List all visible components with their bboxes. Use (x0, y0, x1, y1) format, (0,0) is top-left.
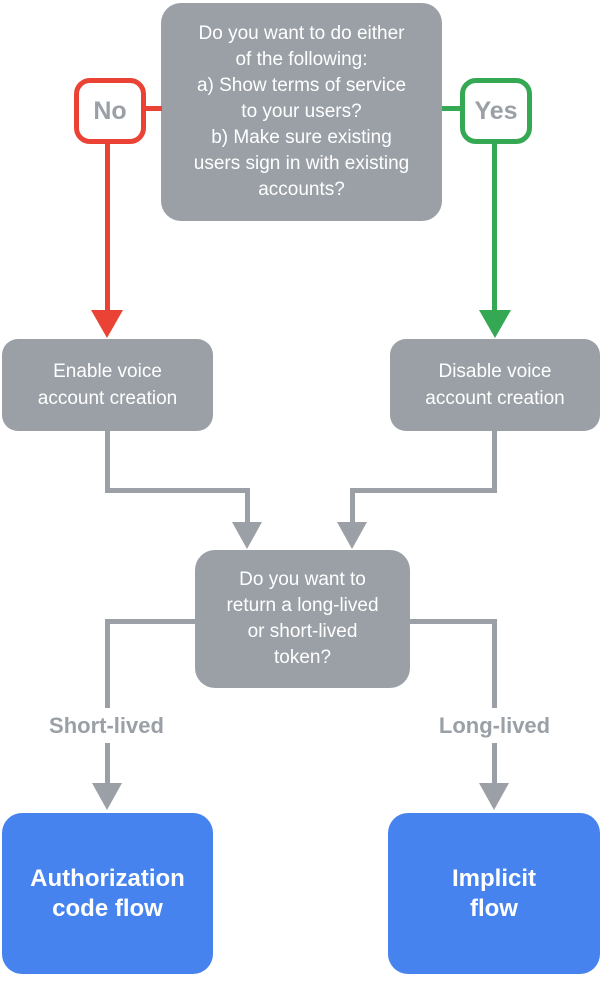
implicit-flow-node: Implicit flow (388, 813, 600, 974)
disable-edge-vertical (492, 431, 497, 493)
disable-voice-account-creation-node: Disable voice account creation (390, 339, 600, 431)
yes-edge-horizontal (442, 106, 460, 111)
no-edge-horizontal (144, 106, 162, 111)
disable-arrowhead-icon (337, 522, 367, 549)
short-lived-path-label: Short-lived (21, 708, 192, 743)
enable-edge-horizontal (105, 488, 250, 493)
short-lived-edge-vertical (105, 619, 110, 783)
decision-node-token-lifetime: Do you want to return a long-lived or sh… (195, 550, 410, 688)
disable-edge-horizontal (350, 488, 497, 493)
long-lived-edge-horizontal (410, 619, 497, 624)
disable-edge-drop (350, 488, 355, 522)
enable-arrowhead-icon (232, 522, 262, 549)
yes-arrowhead-icon (479, 310, 511, 338)
yes-branch-badge: Yes (460, 78, 532, 144)
no-edge-vertical (105, 142, 110, 310)
long-lived-edge-vertical (492, 619, 497, 783)
enable-edge-vertical (105, 431, 110, 493)
long-lived-arrowhead-icon (479, 783, 509, 810)
authorization-code-flow-node: Authorization code flow (2, 813, 213, 974)
no-arrowhead-icon (91, 310, 123, 338)
no-branch-badge: No (74, 78, 146, 144)
enable-voice-account-creation-node: Enable voice account creation (2, 339, 213, 431)
short-lived-edge-horizontal (105, 619, 195, 624)
yes-edge-vertical (492, 142, 497, 310)
long-lived-path-label: Long-lived (410, 708, 579, 743)
decision-node-terms-of-service: Do you want to do either of the followin… (161, 3, 442, 221)
short-lived-arrowhead-icon (92, 783, 122, 810)
enable-edge-drop (245, 488, 250, 522)
